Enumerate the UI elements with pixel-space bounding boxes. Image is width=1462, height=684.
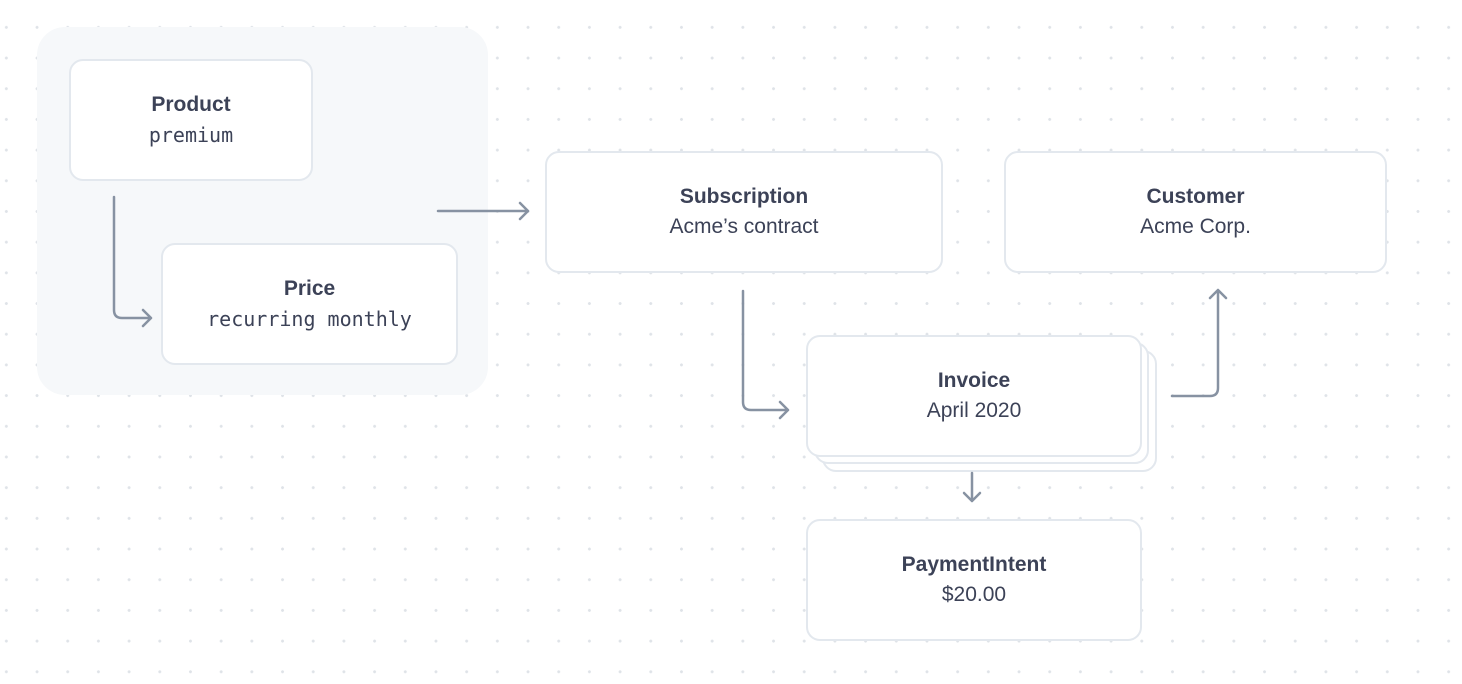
subscription-subtitle: Acme’s contract <box>669 215 819 238</box>
arrow-group-to-subscription <box>436 201 530 221</box>
customer-node[interactable]: Customer Acme Corp. <box>1004 151 1387 273</box>
customer-subtitle: Acme Corp. <box>1140 215 1251 238</box>
customer-title: Customer <box>1146 185 1245 208</box>
invoice-node[interactable]: Invoice April 2020 <box>806 335 1142 457</box>
product-subtitle: premium <box>148 123 234 147</box>
product-title: Product <box>151 93 231 116</box>
arrow-product-to-price <box>112 195 153 328</box>
price-node[interactable]: Price recurring monthly <box>161 243 458 365</box>
payment-intent-subtitle: $20.00 <box>941 583 1007 606</box>
product-node[interactable]: Product premium <box>69 59 313 181</box>
payment-intent-node[interactable]: PaymentIntent $20.00 <box>806 519 1142 641</box>
arrow-invoice-to-customer <box>1170 288 1228 398</box>
subscription-node[interactable]: Subscription Acme’s contract <box>545 151 943 273</box>
arrow-subscription-to-invoice <box>741 289 790 420</box>
invoice-subtitle: April 2020 <box>926 399 1022 422</box>
price-subtitle: recurring monthly <box>207 307 412 331</box>
payment-intent-title: PaymentIntent <box>901 553 1047 576</box>
invoice-title: Invoice <box>937 369 1011 392</box>
price-title: Price <box>283 277 336 300</box>
subscription-title: Subscription <box>679 185 809 208</box>
arrow-invoice-to-payment <box>962 471 982 503</box>
